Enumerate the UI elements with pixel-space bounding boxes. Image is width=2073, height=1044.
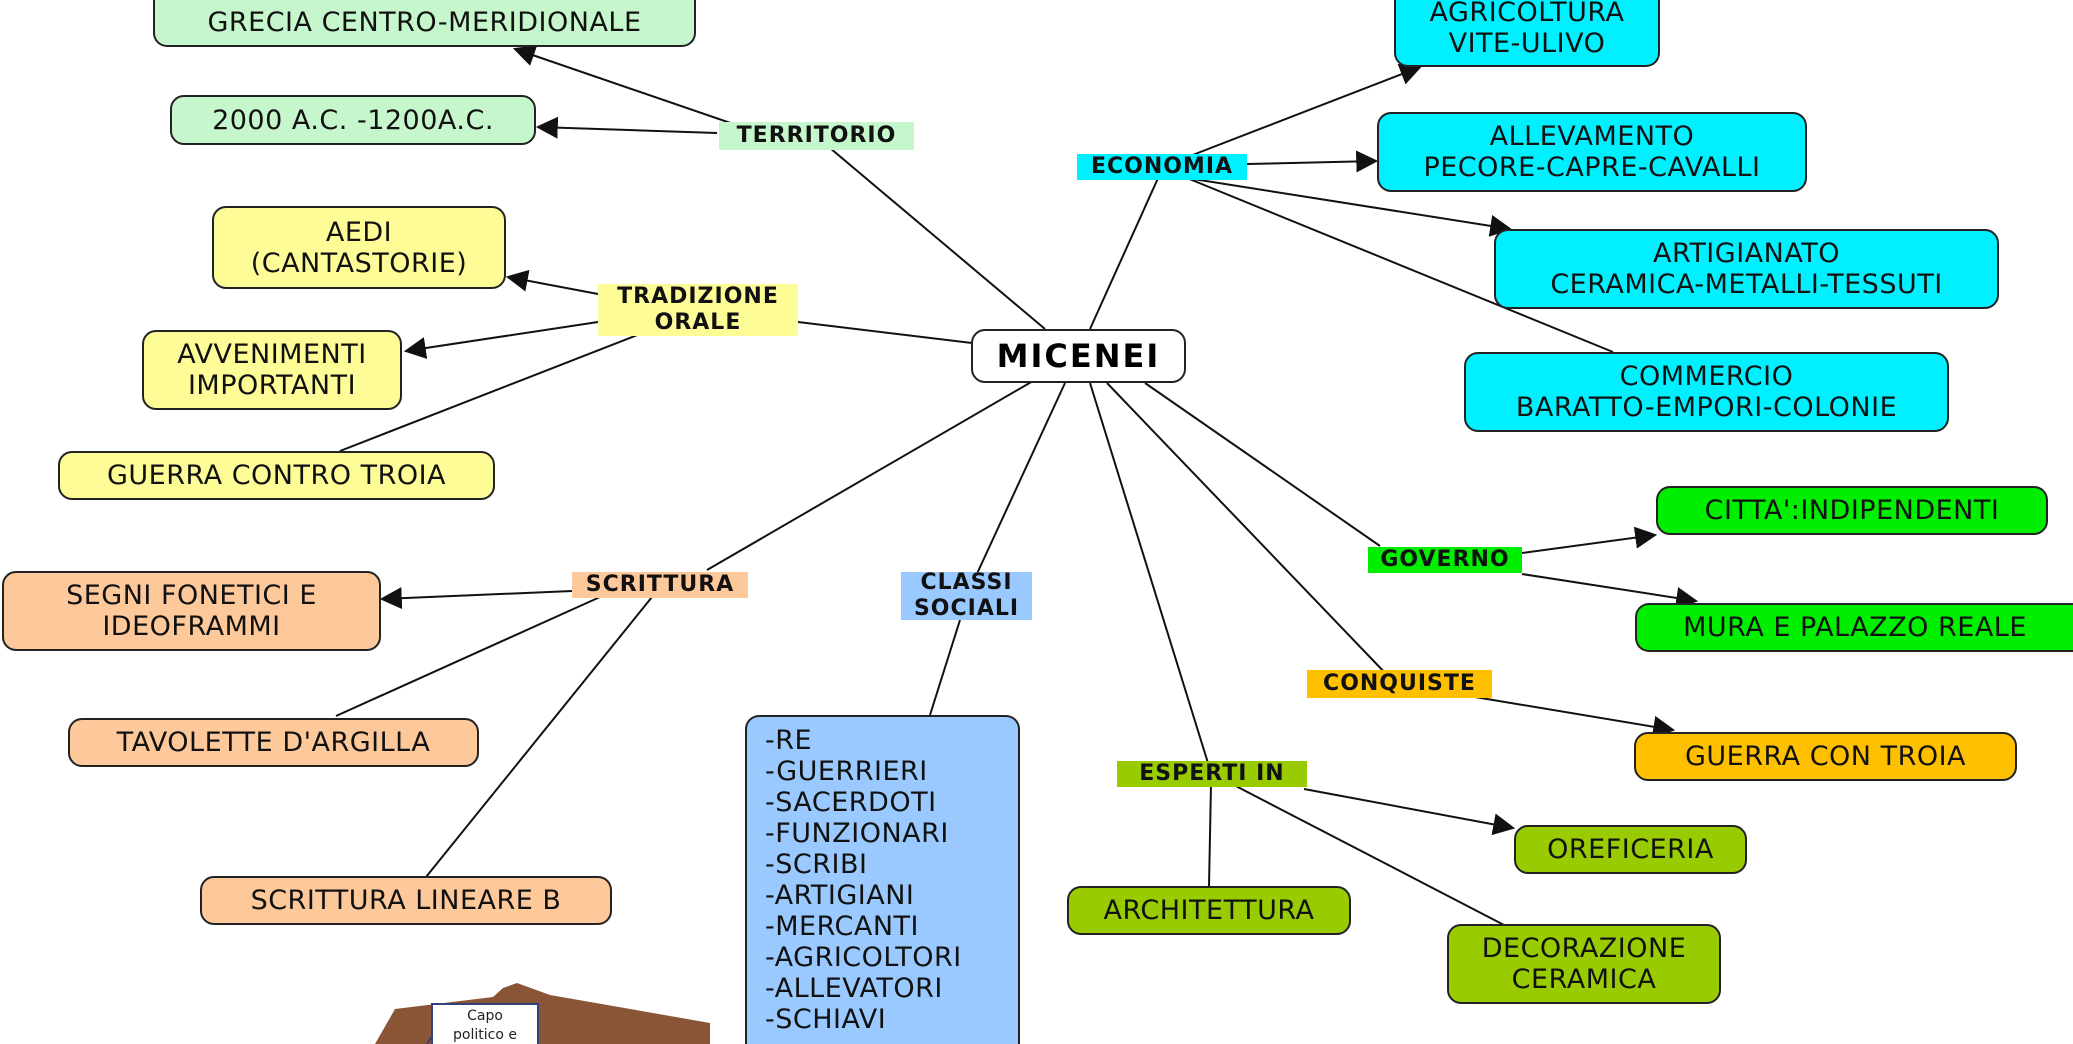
list-item: -SCRIBI <box>765 849 868 880</box>
edge-center-territorio <box>829 147 1046 330</box>
edge-center-economia <box>1089 175 1160 330</box>
list-item: -RE <box>765 725 813 756</box>
node-aedi: AEDI (CANTASTORIE) <box>212 206 506 289</box>
edge-conquiste-troia <box>1474 696 1676 738</box>
node-citta-indipendenti: CITTA':INDIPENDENTI <box>1656 486 2048 535</box>
node-avvenimenti: AVVENIMENTI IMPORTANTI <box>142 330 402 410</box>
node-mura-palazzo: MURA E PALAZZO REALE <box>1635 603 2073 652</box>
node-architettura: ARCHITETTURA <box>1067 886 1351 935</box>
list-item: -SCHIAVI <box>765 1004 887 1035</box>
node-artigianato: ARTIGIANATO CERAMICA-METALLI-TESSUTI <box>1494 229 1999 309</box>
center-node: MICENEI <box>971 329 1186 383</box>
node-tavolette: TAVOLETTE D'ARGILLA <box>68 718 479 767</box>
branch-label-classi-sociali: CLASSI SOCIALI <box>901 570 1032 621</box>
list-item: -ALLEVATORI <box>765 973 943 1004</box>
edge-classi-list <box>929 619 961 716</box>
edge-economia-commercio <box>1186 177 1614 353</box>
edge-center-scrittura <box>706 380 1034 571</box>
edge-center-classi <box>974 382 1066 579</box>
edge-scrittura-tavolette <box>335 596 601 717</box>
list-item: -FUNZIONARI <box>765 818 949 849</box>
node-decorazione-ceramica: DECORAZIONE CERAMICA <box>1447 924 1721 1004</box>
node-oreficeria: OREFICERIA <box>1514 825 1747 874</box>
edge-center-governo <box>1144 382 1381 547</box>
node-allevamento: ALLEVAMENTO PECORE-CAPRE-CAVALLI <box>1377 112 1807 192</box>
node-commercio: COMMERCIO BARATTO-EMPORI-COLONIE <box>1464 352 1949 432</box>
edge-scrittura-segni <box>379 587 573 610</box>
edge-tradizione-avvenimenti <box>403 321 599 359</box>
branch-label-governo: GOVERNO <box>1368 547 1522 573</box>
edge-center-conquiste <box>1106 382 1390 678</box>
edge-governo-citta <box>1521 526 1658 554</box>
edge-tradizione-guerra <box>339 333 641 452</box>
mini-chart-background <box>375 983 710 1044</box>
branch-label-territorio: TERRITORIO <box>719 122 914 150</box>
mini-chart-box: Capo politico e <box>431 1003 539 1044</box>
edge-economia-artigianato <box>1186 177 1513 237</box>
list-item: -MERCANTI <box>765 911 919 942</box>
node-guerra-contro-troia: GUERRA CONTRO TROIA <box>58 451 495 500</box>
edge-governo-mura <box>1521 573 1699 609</box>
edge-esperti-oreficeria <box>1303 788 1516 836</box>
edge-territorio-date <box>535 116 718 139</box>
branch-label-conquiste: CONQUISTE <box>1307 670 1492 698</box>
node-grecia-centro-meridionale: GRECIA CENTRO-MERIDIONALE <box>153 0 696 47</box>
edge-economia-agricoltura <box>1189 63 1423 157</box>
branch-label-tradizione-orale: TRADIZIONE ORALE <box>598 284 798 336</box>
node-guerra-con-troia: GUERRA CON TROIA <box>1634 732 2017 781</box>
edge-economia-allevamento <box>1246 150 1379 173</box>
list-item: -GUERRIERI <box>765 756 928 787</box>
node-scrittura-lineare-b: SCRITTURA LINEARE B <box>200 876 612 925</box>
branch-label-scrittura: SCRITTURA <box>572 572 748 598</box>
list-item: -AGRICOLTORI <box>765 942 962 973</box>
node-agricoltura: AGRICOLTURA VITE-ULIVO <box>1394 0 1660 67</box>
node-date-range: 2000 A.C. -1200A.C. <box>170 95 536 145</box>
list-item: -ARTIGIANI <box>765 880 915 911</box>
edge-scrittura-lineare <box>425 596 653 878</box>
edge-center-esperti <box>1089 382 1209 764</box>
mini-chart-thumbnail: Capo politico e <box>375 983 710 1044</box>
edge-esperti-decorazione <box>1231 783 1505 926</box>
branch-label-esperti-in: ESPERTI IN <box>1117 761 1307 787</box>
list-item: -SACERDOTI <box>765 787 937 818</box>
branch-label-economia: ECONOMIA <box>1077 154 1247 180</box>
edge-esperti-architettura <box>1208 783 1212 887</box>
edge-center-tradizione <box>797 321 973 344</box>
social-classes-list: -RE -GUERRIERI -SACERDOTI -FUNZIONARI -S… <box>745 715 1020 1044</box>
edge-tradizione-aedi <box>505 269 599 295</box>
edge-territorio-grecia <box>512 45 746 129</box>
node-segni-fonetici: SEGNI FONETICI E IDEOFRAMMI <box>2 571 381 651</box>
